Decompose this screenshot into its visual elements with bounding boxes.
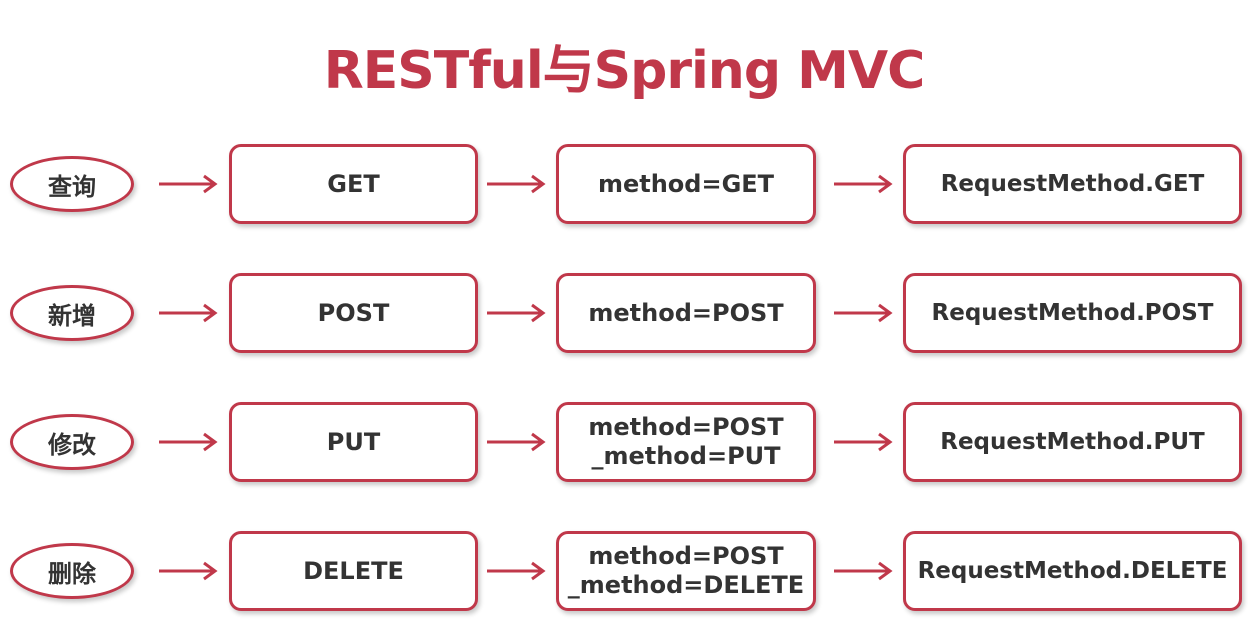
http-method-box: GET — [229, 144, 478, 224]
action-oval: 修改 — [10, 414, 134, 470]
mapping-row: 删除 DELETE method=POST_method=DELETE Request… — [0, 531, 1248, 611]
form-param-line: method=POST — [588, 298, 784, 327]
form-param-line: _method=DELETE — [567, 571, 805, 599]
arrow-right-icon — [159, 303, 218, 323]
form-param-box: method=GET — [556, 144, 816, 224]
page-title: RESTful与Spring MVC — [323, 41, 926, 101]
arrow-right-icon — [487, 561, 546, 581]
arrow-right-icon — [159, 174, 218, 194]
request-method-box: RequestMethod.PUT — [903, 402, 1242, 482]
arrow-right-icon — [834, 303, 893, 323]
request-method-box: RequestMethod.GET — [903, 144, 1242, 224]
mapping-row: 新增 POST method=POST RequestMethod.POST — [0, 273, 1248, 353]
action-oval: 新增 — [10, 285, 134, 341]
http-method-box: DELETE — [229, 531, 478, 611]
mapping-row: 修改 PUT method=POST_method=PUT RequestMethod… — [0, 402, 1248, 482]
arrow-right-icon — [487, 432, 546, 452]
form-param-line: method=GET — [597, 169, 775, 198]
form-param-box: method=POST_method=PUT — [556, 402, 816, 482]
arrow-right-icon — [159, 561, 218, 581]
form-param-box: method=POST_method=DELETE — [556, 531, 816, 611]
arrow-right-icon — [487, 174, 546, 194]
http-method-box: POST — [229, 273, 478, 353]
form-param-line: method=POST — [588, 413, 784, 441]
form-param-line: _method=PUT — [591, 442, 781, 470]
request-method-box: RequestMethod.POST — [903, 273, 1242, 353]
arrow-right-icon — [487, 303, 546, 323]
action-oval: 删除 — [10, 543, 134, 599]
request-method-box: RequestMethod.DELETE — [903, 531, 1242, 611]
http-method-box: PUT — [229, 402, 478, 482]
arrow-right-icon — [834, 432, 893, 452]
form-param-box: method=POST — [556, 273, 816, 353]
arrow-right-icon — [834, 174, 893, 194]
mapping-row: 查询 GET method=GET RequestMethod.GET — [0, 144, 1248, 224]
arrow-right-icon — [834, 561, 893, 581]
arrow-right-icon — [159, 432, 218, 452]
action-oval: 查询 — [10, 156, 134, 212]
form-param-line: method=POST — [588, 542, 784, 570]
